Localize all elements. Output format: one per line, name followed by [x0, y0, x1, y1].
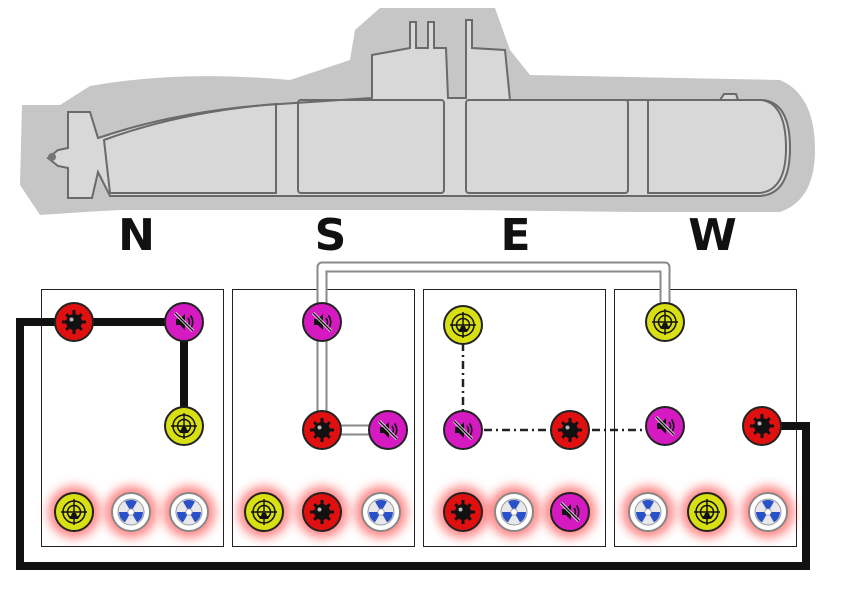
sonar-icon[interactable]: [645, 302, 685, 342]
reactor-icon[interactable]: [361, 492, 401, 532]
silence-icon[interactable]: [550, 492, 590, 532]
propeller-hub: [48, 153, 56, 161]
compartment-e: [465, 99, 629, 194]
mine-icon[interactable]: [550, 410, 590, 450]
sector-label-e: E: [500, 210, 532, 261]
mine-icon[interactable]: [54, 302, 94, 342]
sector-label-w: W: [688, 210, 738, 261]
reactor-icon[interactable]: [111, 492, 151, 532]
white-circuit-inner: [318, 263, 669, 434]
silence-icon[interactable]: [302, 302, 342, 342]
mine-icon[interactable]: [302, 410, 342, 450]
compartment-w: [647, 99, 788, 194]
black-circuit-upper: [74, 318, 188, 426]
black-circuit: [16, 318, 810, 570]
dashed-circuit: [461, 325, 665, 432]
sonar-icon[interactable]: [244, 492, 284, 532]
reactor-icon[interactable]: [169, 492, 209, 532]
mine-icon[interactable]: [443, 492, 483, 532]
compartment-s: [297, 99, 445, 194]
white-circuit: [316, 261, 671, 436]
sector-label-s: S: [314, 210, 348, 261]
sector-label-n: N: [118, 210, 156, 261]
mine-icon[interactable]: [302, 492, 342, 532]
sonar-icon[interactable]: [54, 492, 94, 532]
mine-icon[interactable]: [742, 406, 782, 446]
silence-icon[interactable]: [368, 410, 408, 450]
submarine-hull: [46, 19, 792, 199]
silence-icon[interactable]: [645, 406, 685, 446]
reactor-icon[interactable]: [748, 492, 788, 532]
reactor-icon[interactable]: [628, 492, 668, 532]
compartment-n: [102, 102, 277, 194]
sonar-icon[interactable]: [443, 305, 483, 345]
silence-icon[interactable]: [443, 410, 483, 450]
sonar-icon[interactable]: [687, 492, 727, 532]
reactor-icon[interactable]: [494, 492, 534, 532]
submarine-illustration: [20, 8, 815, 215]
silence-icon[interactable]: [164, 302, 204, 342]
sonar-icon[interactable]: [164, 406, 204, 446]
